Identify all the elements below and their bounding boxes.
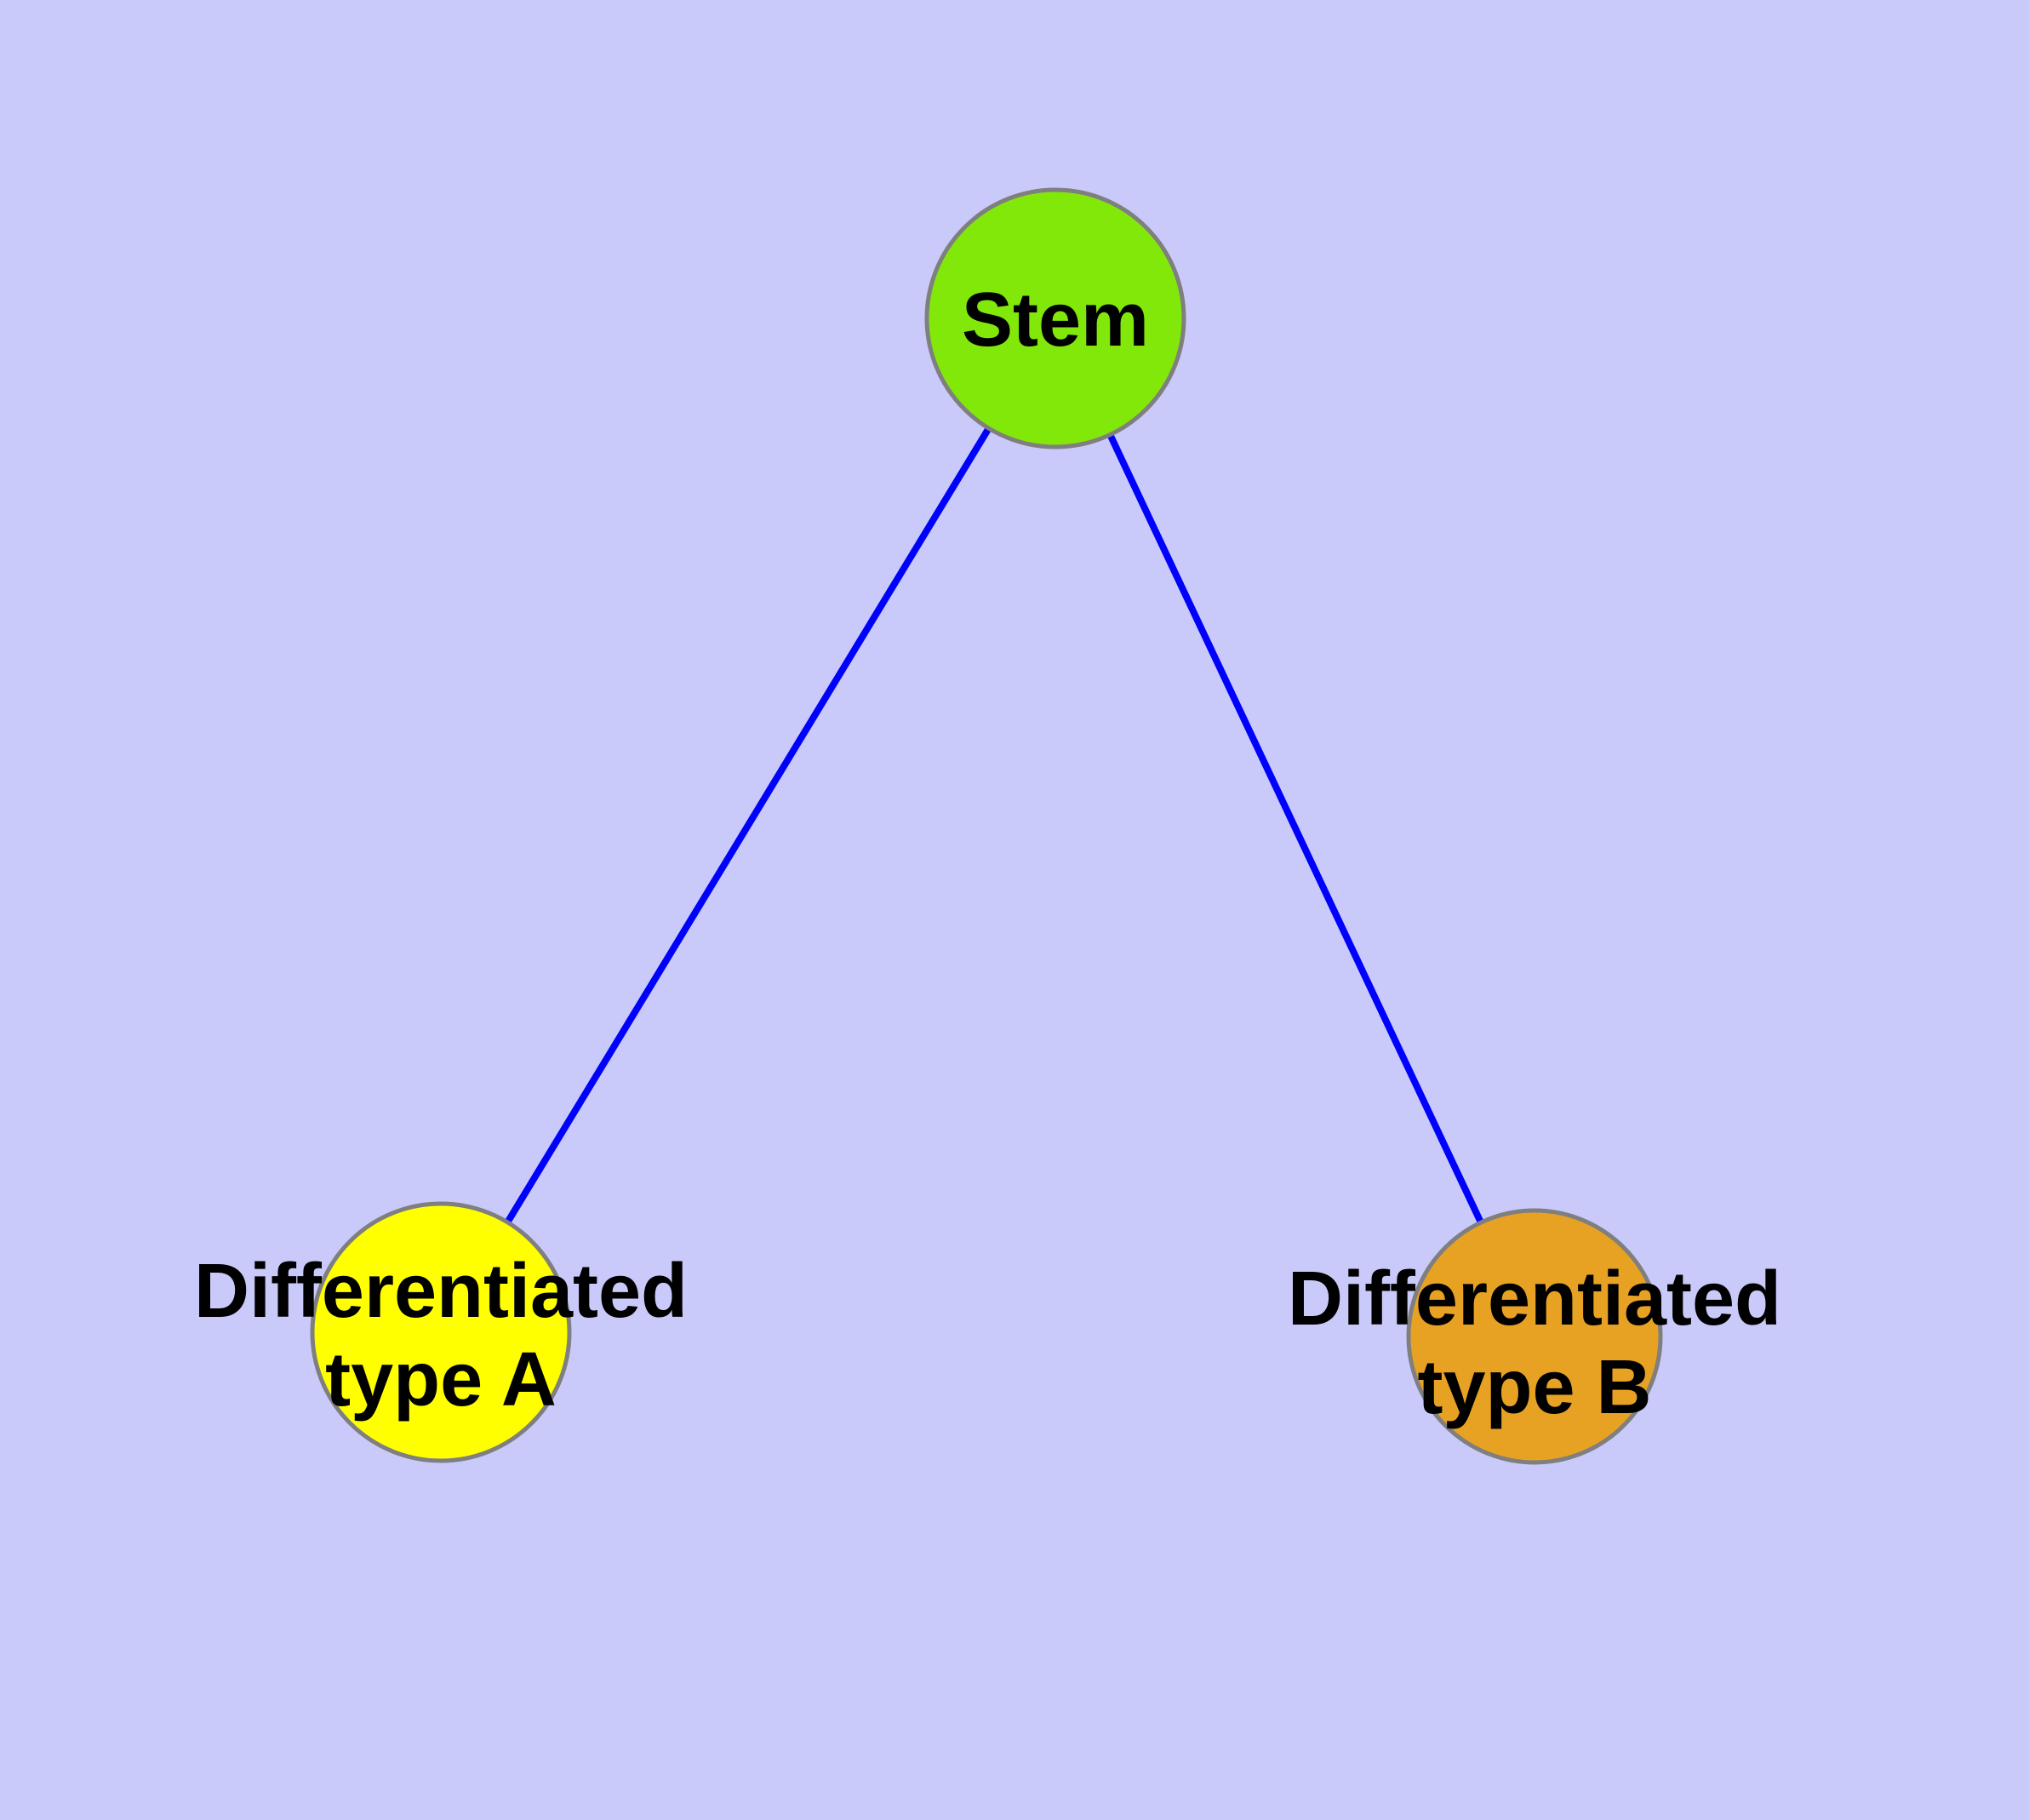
edge-stem-to-type-a [437,316,1059,1335]
node-stem-circle [927,190,1184,447]
node-type-a-label-line1: Differentiated [194,1249,688,1334]
node-stem-label: Stem [962,278,1149,363]
node-type-b-circle [1409,1210,1660,1462]
edge-stem-to-type-b [1052,317,1538,1338]
node-type-a-circle [312,1204,569,1461]
node-type-a-label-line2: type A [325,1337,557,1422]
node-type-a-border [310,1201,572,1463]
node-type-b-label-line1: Differentiated [1288,1256,1781,1342]
node-stem-border [924,187,1186,449]
node-type-b-label-line2: type B [1417,1345,1651,1430]
node-type-b-border [1406,1208,1663,1465]
